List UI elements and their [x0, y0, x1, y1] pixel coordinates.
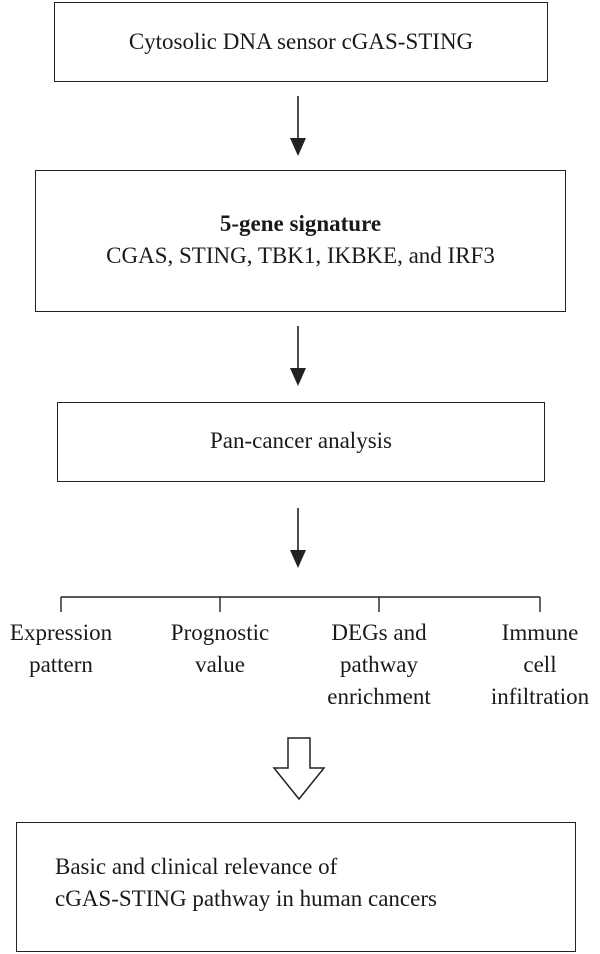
gene-list: CGAS, STING, TBK1, IKBKE, and IRF3 — [106, 243, 495, 268]
clinical-relevance-line-2: cGAS-STING pathway in human cancers — [55, 886, 437, 911]
clinical-relevance-box: Basic and clinical relevance of cGAS-STI… — [16, 822, 576, 952]
arrow-1 — [290, 96, 306, 156]
pan-cancer-analysis-text: Pan-cancer analysis — [209, 428, 392, 453]
branch-line: pattern — [29, 652, 93, 677]
cgas-sting-sensor-box: Cytosolic DNA sensor cGAS-STING — [54, 2, 548, 82]
branch-line: value — [195, 652, 245, 677]
branch-line: Expression — [9, 620, 113, 645]
gene-signature-title: 5-gene signature — [219, 211, 382, 236]
arrow-3 — [290, 508, 306, 568]
branch-line: pathway — [340, 652, 418, 677]
arrow-2 — [290, 326, 306, 386]
branch-line: DEGs and — [331, 620, 427, 645]
branch-line: Immune — [501, 620, 579, 645]
clinical-relevance-line-1: Basic and clinical relevance of — [55, 854, 338, 879]
branch-line: Prognostic — [170, 620, 270, 645]
branch-line: enrichment — [327, 684, 431, 709]
branch-immune-cell-infiltration: Immune cell infiltration — [455, 617, 600, 713]
branch-degs-pathway-enrichment: DEGs and pathway enrichment — [294, 617, 464, 713]
cgas-sting-sensor-text: Cytosolic DNA sensor cGAS-STING — [128, 29, 474, 54]
branch-line: infiltration — [490, 684, 590, 709]
branch-line: cell — [523, 652, 557, 677]
hollow-arrow — [272, 737, 326, 801]
gene-signature-box: 5-gene signature CGAS, STING, TBK1, IKBK… — [35, 170, 566, 312]
branch-bracket — [60, 596, 541, 612]
branch-expression-pattern: Expression pattern — [0, 617, 146, 681]
pan-cancer-analysis-box: Pan-cancer analysis — [57, 402, 545, 482]
branch-prognostic-value: Prognostic value — [135, 617, 305, 681]
